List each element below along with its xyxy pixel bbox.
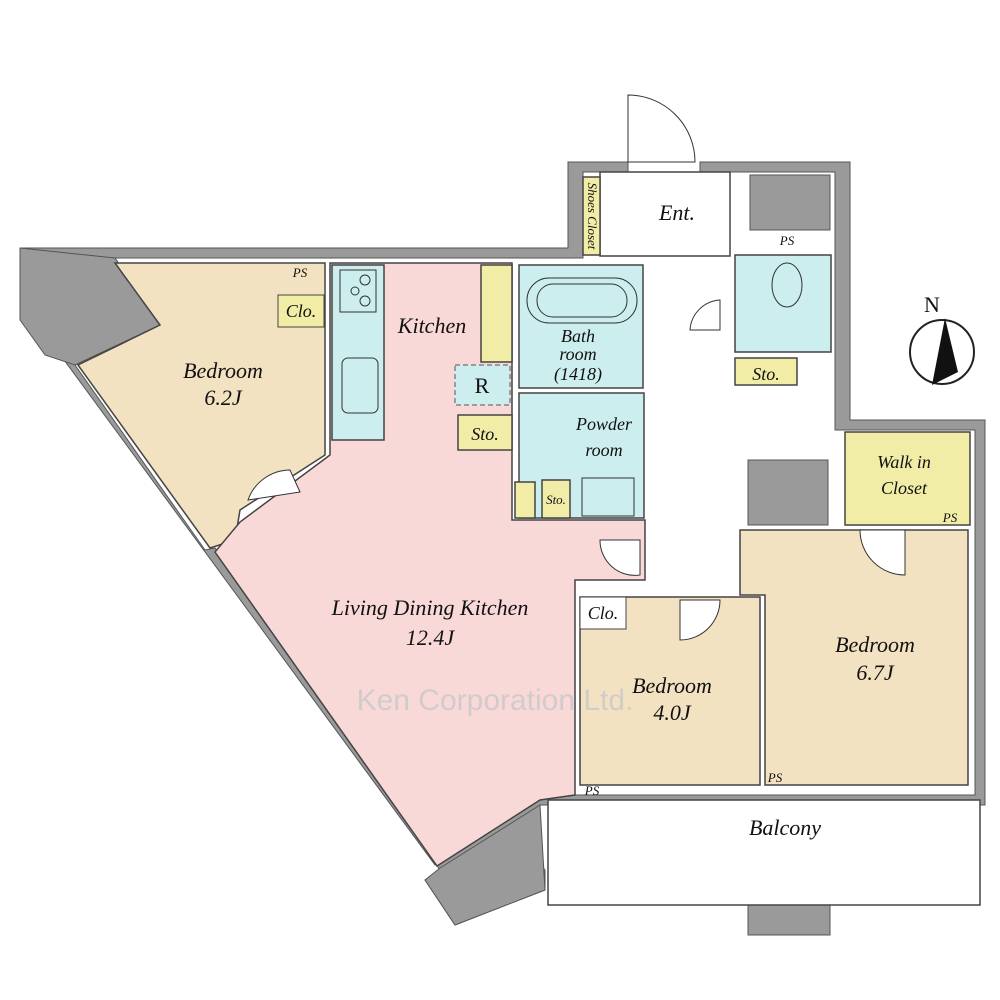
kitchen-storage xyxy=(457,414,513,451)
bedroom-right xyxy=(739,529,969,786)
hall-storage xyxy=(734,357,798,386)
sink-icon xyxy=(341,357,379,414)
powder-storage xyxy=(541,479,571,519)
walk-in-closet xyxy=(844,431,971,526)
bedroom-right-label: Bedroom xyxy=(835,632,915,657)
shoes-closet xyxy=(582,176,601,256)
storage-label: Sto. xyxy=(546,492,566,507)
shoes-closet-label: Shoes Closet xyxy=(585,183,600,250)
ldk-label: Living Dining Kitchen xyxy=(331,595,529,620)
bedroom-right-size: 6.7J xyxy=(856,660,895,685)
doors xyxy=(247,94,906,641)
toilet-room xyxy=(734,254,832,353)
storage-label: Sto. xyxy=(471,424,499,444)
small-closet xyxy=(514,481,536,519)
ps-label: PS xyxy=(779,233,795,248)
bath-label: room xyxy=(559,344,596,364)
toilet-icon xyxy=(771,262,803,308)
refrigerator-label: R xyxy=(475,373,490,398)
ldk-area xyxy=(214,262,646,868)
closet-label: Clo. xyxy=(286,301,317,321)
balcony-label: Balcony xyxy=(749,815,821,840)
bathroom xyxy=(518,264,644,389)
powder-label: Powder xyxy=(575,414,633,434)
entrance xyxy=(599,171,731,257)
entrance-label: Ent. xyxy=(658,200,695,225)
bath-size: (1418) xyxy=(554,364,602,385)
kitchen-cabinet xyxy=(480,264,513,363)
north-compass: N xyxy=(909,292,975,385)
ps-label: PS xyxy=(767,770,783,785)
ps-label: PS xyxy=(584,783,600,798)
bedroom-left-size: 6.2J xyxy=(204,385,243,410)
kitchen-label: Kitchen xyxy=(397,313,466,338)
refrigerator-space xyxy=(454,364,511,406)
bedroom-mid-size: 4.0J xyxy=(653,700,692,725)
bath-label: Bath xyxy=(561,326,595,346)
pillar xyxy=(747,459,829,526)
bedroom-left-label: Bedroom xyxy=(183,358,263,383)
ps-label: PS xyxy=(942,510,958,525)
walk-in-label: Closet xyxy=(881,478,928,498)
closet-label: Clo. xyxy=(588,603,619,623)
powder-label: room xyxy=(585,440,622,460)
ps-label: PS xyxy=(292,265,308,280)
ldk-size: 12.4J xyxy=(406,625,456,650)
north-label: N xyxy=(924,292,940,317)
watermark: Ken Corporation Ltd. xyxy=(357,684,634,717)
storage-label: Sto. xyxy=(752,364,780,384)
stove-icon xyxy=(339,269,377,313)
pillar xyxy=(749,174,831,231)
walk-in-label: Walk in xyxy=(877,452,931,472)
balcony xyxy=(547,799,981,906)
bedroom-mid-label: Bedroom xyxy=(632,673,712,698)
